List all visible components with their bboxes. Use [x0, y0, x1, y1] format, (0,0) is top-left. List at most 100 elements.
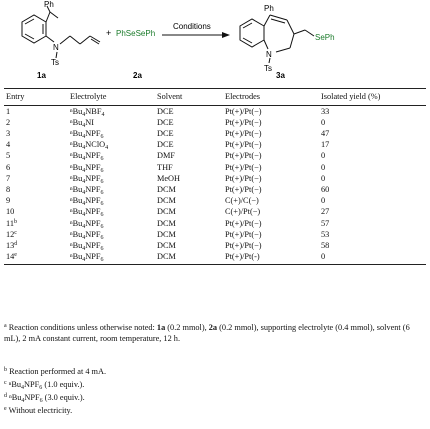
electrolyte-anion-sub: 6 — [100, 234, 104, 241]
electrolyte-anion: NPF — [85, 151, 101, 161]
cell-electrolyte: ⁿBu4NClO4 — [68, 140, 155, 151]
footnote-d-equiv: (3.0 equiv.). — [42, 393, 85, 402]
footnote-d-sub-1: 4 — [21, 398, 25, 404]
cell-electrolyte: ⁿBu4NI — [68, 117, 155, 129]
electrolyte-cation-sub: 4 — [82, 257, 86, 264]
entry-number: 2 — [6, 117, 11, 127]
electrolyte-anion-sub: 6 — [100, 212, 104, 219]
electrolyte-cation: ⁿBu — [70, 106, 83, 116]
entry-number: 8 — [6, 184, 11, 194]
reagent-label: PhSeSePh — [116, 29, 155, 38]
cell-electrodes: Pt(+)/Pt(−) — [225, 128, 262, 138]
electrolyte-cation-sub: 4 — [82, 212, 86, 219]
footnote-b: b Reaction performed at 4 mA. — [4, 367, 426, 378]
cell-entry: 13d — [4, 240, 68, 251]
electrolyte-anion-sub: 6 — [100, 245, 104, 252]
electrolyte-cation: ⁿBu — [70, 207, 83, 217]
electrolyte-anion-sub: 6 — [100, 189, 104, 196]
cell-electrolyte: ⁿBu4NPF6 — [68, 173, 155, 185]
footnote-a: a Reaction conditions unless otherwise n… — [4, 323, 426, 344]
cell-electrolyte: ⁿBu4NPF6 — [68, 240, 155, 252]
cell-entry: 8 — [4, 184, 68, 195]
cell-entry: 4 — [4, 140, 68, 151]
electrolyte-cation: ⁿBu — [70, 184, 83, 194]
ts-label-3a: Ts — [264, 64, 272, 73]
footnote-c: c ⁿBu4NPF6 (1.0 equiv.). — [4, 380, 426, 391]
ts-label-1a: Ts — [51, 58, 59, 67]
entry-number: 6 — [6, 162, 11, 172]
electrolyte-cation: ⁿBu — [70, 140, 83, 150]
electrolyte-cation: ⁿBu — [70, 173, 83, 183]
footnote-d-sub-2: 6 — [39, 398, 43, 404]
electrolyte-anion-sub: 4 — [105, 145, 109, 152]
footnote-d-cation: ⁿBu — [9, 393, 22, 402]
n-label-1a: N — [53, 43, 59, 52]
cell-solvent: DCM — [157, 196, 176, 206]
cell-solvent: THF — [157, 162, 173, 172]
cell-isolated-yield: 0 — [321, 162, 326, 172]
compound-label-3a: 3a — [276, 71, 285, 80]
entry-footnote-mark: b — [14, 218, 17, 225]
footnote-c-equiv: (1.0 equiv.). — [42, 380, 85, 389]
cell-entry: 12c — [4, 229, 68, 240]
cell-isolated-yield: 60 — [321, 184, 330, 194]
footnote-c-anion: NPF — [24, 380, 40, 389]
compound-label-2a: 2a — [133, 71, 142, 80]
electrolyte-anion-sub: 6 — [100, 223, 104, 230]
cell-electrodes: Pt(+)/Pt(−) — [225, 117, 262, 127]
cell-electrolyte: ⁿBu4NPF6 — [68, 184, 155, 196]
reaction-scheme: Ph N Ts 1a + PhSeSePh 2a Conditions Ph N… — [21, 0, 335, 80]
cell-solvent: DCM — [157, 184, 176, 194]
electrolyte-cation: ⁿBu — [70, 151, 83, 161]
optimization-table: Entry Electrolyte Solvent Electrodes Iso… — [4, 88, 426, 266]
cell-electrolyte: ⁿBu4NPF6 — [68, 128, 155, 140]
cell-isolated-yield: 0 — [321, 151, 326, 161]
cell-solvent: MeOH — [157, 173, 181, 183]
electrolyte-anion: NPF — [85, 128, 101, 138]
cell-solvent: DCE — [157, 117, 174, 127]
footnote-b-mark: b — [4, 367, 7, 373]
cell-isolated-yield: 33 — [321, 106, 330, 116]
cell-solvent: DCM — [157, 240, 176, 250]
electrolyte-anion: NPF — [85, 240, 101, 250]
cell-solvent: DMF — [157, 151, 175, 161]
electrolyte-cation: ⁿBu — [70, 240, 83, 250]
electrolyte-anion: NBF — [85, 106, 102, 116]
cell-electrolyte: ⁿBu4NBF4 — [68, 106, 155, 118]
electrolyte-cation-sub: 4 — [82, 234, 86, 241]
n-label-3a: N — [266, 50, 272, 59]
footnote-a-text-3: (0.2 mmol), supporting electrolyte (0.4 … — [4, 323, 410, 343]
electrolyte-cation-sub: 4 — [82, 145, 86, 152]
cell-entry: 14e — [4, 251, 68, 266]
header-entry: Entry — [4, 88, 68, 106]
cell-isolated-yield: 0 — [321, 196, 326, 206]
cell-electrodes: C(+)/C(−) — [225, 196, 259, 206]
electrolyte-anion-sub: 6 — [100, 257, 104, 264]
cell-electrodes: Pt(+)/Pt(−) — [225, 229, 262, 239]
electrolyte-anion: NPF — [85, 184, 101, 194]
footnote-a-mark: a — [4, 323, 7, 329]
cell-isolated-yield: 58 — [321, 240, 330, 250]
cell-isolated-yield: 17 — [321, 140, 330, 150]
cell-entry: 2 — [4, 117, 68, 128]
entry-number: 5 — [6, 151, 11, 161]
conditions-label: Conditions — [173, 22, 211, 31]
entry-number: 4 — [6, 140, 11, 150]
cell-isolated-yield: 27 — [321, 207, 330, 217]
cell-isolated-yield: 47 — [321, 128, 330, 138]
entry-number: 13 — [6, 240, 15, 250]
electrolyte-cation-sub: 4 — [82, 245, 86, 252]
electrolyte-anion-sub: 6 — [100, 178, 104, 185]
footnote-a-text-1: Reaction conditions unless otherwise not… — [8, 323, 157, 332]
electrolyte-anion-sub: 6 — [100, 156, 104, 163]
electrolyte-cation-sub: 4 — [82, 156, 86, 163]
seph-label-3a: SePh — [315, 33, 335, 42]
cell-isolated-yield: 0 — [319, 251, 426, 266]
